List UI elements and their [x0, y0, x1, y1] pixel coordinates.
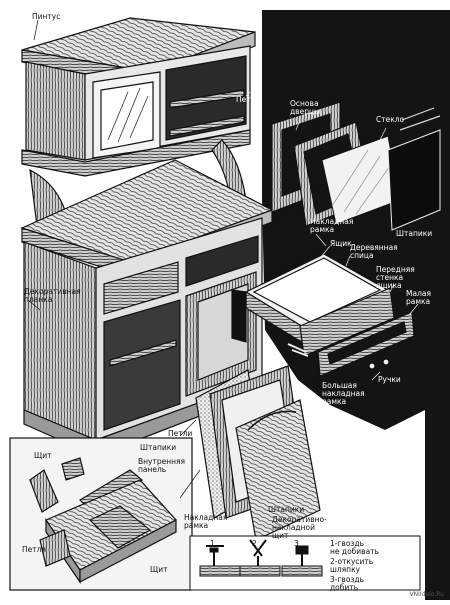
- label-step2: 2-откусить шляпку: [330, 557, 374, 574]
- label-nakladnaya-ramka-top: Накладная рамка: [310, 217, 354, 234]
- label-shtapiki-bottom: Штапики: [268, 505, 305, 514]
- label-yashchik: Ящик: [330, 239, 352, 248]
- label-petlya-top: Петля: [236, 95, 260, 104]
- label-ruchki: Ручки: [378, 375, 401, 384]
- label-shtapiki-top: Штапики: [396, 229, 433, 238]
- watermark: VNIIdelo.Ru: [409, 591, 444, 598]
- label-dekorativno-nakladnoy: Декоративно- накладной щит: [272, 515, 327, 540]
- step-num-3: 3: [294, 539, 299, 548]
- nail-step-illustration: [189, 535, 421, 591]
- label-shchit-bottom: Щит: [150, 565, 168, 574]
- step-num-2: 2: [252, 539, 257, 548]
- label-shit: Щит: [34, 451, 52, 460]
- label-dekorativnaya-planka: Декоративная планка: [24, 287, 81, 304]
- label-steklo: Стекло: [376, 115, 405, 124]
- cabinet-illustration: [20, 17, 274, 471]
- label-vnutrennyaya-panel: Внутренняя панель: [138, 457, 186, 474]
- label-shtapiki-mid: Штапики: [140, 443, 177, 452]
- label-osnova-dvertsy: Основа дверцы: [290, 99, 321, 116]
- label-perednyaya-stenka: Передняя стенка ящика: [376, 265, 415, 290]
- shield-assembly-inset: [9, 437, 193, 591]
- label-malaya-ramka: Малая рамка: [406, 289, 431, 306]
- drawer-illustration: [231, 253, 415, 377]
- label-step1: 1-гвоздь не добивать: [330, 539, 379, 556]
- step3-drawing: [281, 545, 323, 577]
- step-num-1: 1: [210, 539, 215, 548]
- label-step3: 3-гвоздь добить: [330, 575, 365, 592]
- leader-lines: [27, 19, 419, 523]
- label-pintus: Пинтус: [32, 12, 61, 21]
- label-bolshaya-ramka: Большая накладная рамка: [322, 381, 365, 406]
- label-petli-bottom: Петли: [168, 429, 193, 438]
- panel-illustration: [195, 365, 321, 541]
- label-nakladnaya-ramka-bottom: Накладная рамка: [184, 513, 228, 530]
- label-petlya-bottom-left: Петля: [22, 545, 46, 554]
- step1-drawing: [199, 545, 241, 577]
- step2-drawing: [239, 539, 281, 577]
- glass-pane-illustration: [321, 107, 441, 231]
- label-derevyannaya-spitsa: Деревянная спица: [350, 243, 398, 260]
